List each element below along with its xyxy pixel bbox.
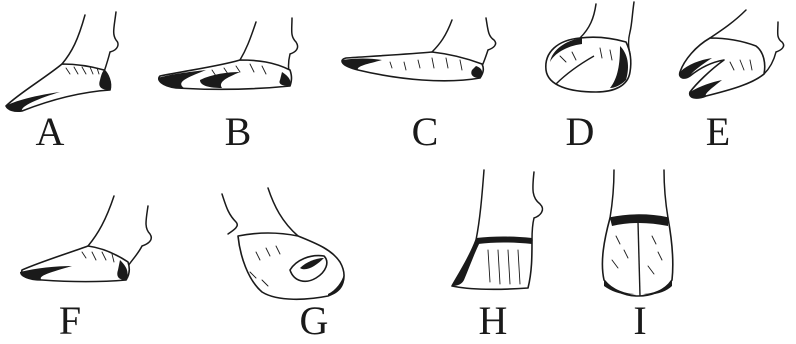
label-c: C xyxy=(412,109,439,154)
hoof-drawing-d xyxy=(546,2,634,92)
label-b: B xyxy=(225,109,252,154)
label-g: G xyxy=(300,298,329,343)
hoof-drawing-b xyxy=(158,18,298,89)
label-f: F xyxy=(59,298,81,343)
hoof-drawing-e xyxy=(680,10,784,98)
hoof-drawing-h xyxy=(452,170,542,289)
label-i: I xyxy=(633,298,646,343)
label-e: E xyxy=(706,109,730,154)
hoof-drawing-g xyxy=(222,188,344,299)
hoof-drawing-c xyxy=(342,18,496,81)
label-d: D xyxy=(566,109,595,154)
hoof-drawing-i xyxy=(602,170,672,296)
hoof-drawing-f xyxy=(20,196,151,282)
label-h: H xyxy=(479,298,508,343)
hoof-drawing-a xyxy=(6,12,118,111)
label-a: A xyxy=(36,109,65,154)
